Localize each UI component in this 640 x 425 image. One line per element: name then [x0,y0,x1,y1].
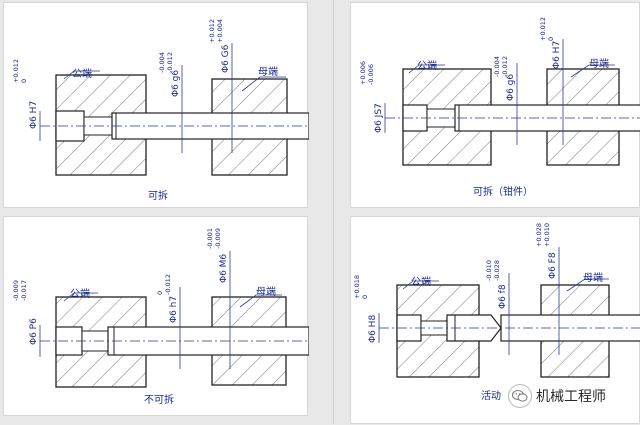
male-label: 公端 [70,287,90,300]
watermark: 机械工程师 [508,384,606,408]
male-leader [63,70,100,80]
female-leader [241,76,286,92]
panel-caption: 活动 [481,390,501,402]
drawing-panel-removable: 公端 母端 Φ6 H7 +0.012 0 Φ6 g6 -0.004 -0.012… [3,2,309,208]
male-label: 公端 [411,275,431,288]
shaft-lower-dev: -0.012 [501,56,509,77]
shaft-upper-dev: 0 [156,291,164,295]
male-leader [63,292,98,302]
female-leader [239,294,282,308]
female-label: 母端 [589,57,609,70]
female-fit-label: Φ6 G6 [221,44,231,73]
drawing-panel-movable: 公端 母端 Φ6 H8 +0.018 0 Φ6 f8 -0.010 -0.028… [350,216,640,424]
shaft-fit-label: Φ6 g6 [171,70,181,97]
female-leader [566,278,609,292]
hole-lower-dev: -0.006 [367,64,375,85]
fit-drawing: 公端 母端 Φ6 JS7 +0.006 -0.006 Φ6 g6 -0.004 … [359,17,640,198]
female-upper-dev: +0.012 [539,17,547,41]
female-upper-dev: +0.012 [208,19,216,43]
hole-fit-label: Φ6 P6 [29,318,39,345]
panel-caption: 可拆（钳件） [473,185,533,198]
fit-drawing: 公端 母端 Φ6 H8 +0.018 0 Φ6 f8 -0.010 -0.028… [353,223,640,402]
female-fit-label: Φ6 M6 [219,254,229,283]
watermark-text: 机械工程师 [536,389,606,405]
male-leader [408,64,445,74]
hole-upper-dev: +0.018 [353,275,361,299]
female-upper-dev: +0.028 [535,223,543,247]
fit-drawing: 公端 母端 Φ6 H7 +0.012 0 Φ6 g6 -0.004 -0.012… [12,19,309,202]
shaft-fit-label: Φ6 h7 [169,296,179,323]
hole-upper-dev: +0.006 [359,61,367,85]
hole-lower-dev: -0.017 [20,280,28,301]
hole-fit-label: Φ6 H7 [29,101,39,129]
female-leader [570,64,615,78]
shaft-lower-dev: -0.012 [166,52,174,73]
male-label: 公端 [72,67,92,80]
drawing-panel-non-removable: 公端 母端 Φ6 P6 -0.009 -0.017 Φ6 h7 0 -0.012… [3,216,309,416]
female-lower-dev: 0 [547,37,555,41]
shaft-fit-label: Φ6 f8 [498,284,508,309]
panel-caption: 可拆 [148,189,168,202]
drawing-panel-removable-clamp: 公端 母端 Φ6 JS7 +0.006 -0.006 Φ6 g6 -0.004 … [350,2,640,208]
female-label: 母端 [258,65,278,78]
shaft-upper-dev: -0.004 [493,56,501,77]
female-upper-dev: -0.001 [206,228,214,249]
female-fit-label: Φ6 F8 [548,252,558,279]
hole-lower-dev: 0 [20,79,28,83]
panel-caption: 不可拆 [144,393,174,406]
shaft-fit-label: Φ6 g6 [506,74,516,101]
shaft-upper-dev: -0.010 [485,260,493,281]
female-lower-dev: +0.010 [543,223,551,247]
hole-fit-label: Φ6 H8 [368,315,378,343]
hole-upper-dev: +0.012 [12,59,20,83]
male-label: 公端 [417,59,437,72]
shaft-lower-dev: -0.028 [493,260,501,281]
hole-lower-dev: 0 [361,295,369,299]
shaft-lower-dev: -0.012 [164,274,172,295]
fit-drawing: 公端 母端 Φ6 P6 -0.009 -0.017 Φ6 h7 0 -0.012… [12,228,309,406]
hole-fit-label: Φ6 JS7 [374,103,384,133]
column-divider [333,0,334,424]
female-lower-dev: +0.004 [216,19,224,43]
female-label: 母端 [583,271,603,284]
female-label: 母端 [256,285,276,298]
female-fit-label: Φ6 H7 [552,41,562,69]
hole-upper-dev: -0.009 [12,280,20,301]
male-leader [402,280,439,290]
female-lower-dev: -0.009 [214,228,222,249]
shaft-upper-dev: -0.004 [158,52,166,73]
wechat-icon [508,384,532,408]
